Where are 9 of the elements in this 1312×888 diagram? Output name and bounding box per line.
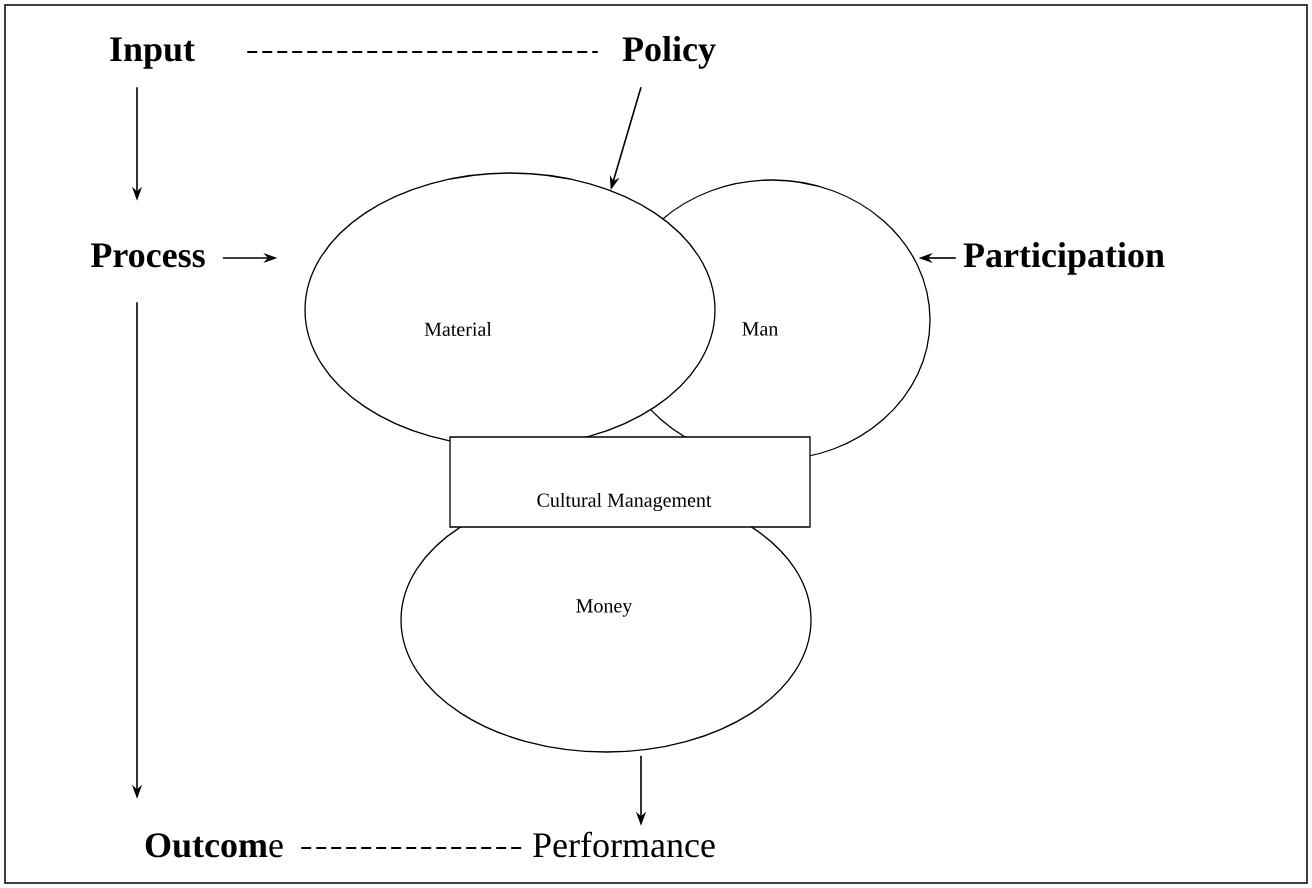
label-text: Policy — [622, 36, 716, 69]
label-text: Outcome — [145, 833, 283, 858]
label-text: Input — [110, 37, 195, 69]
label-text: Performance — [533, 831, 715, 858]
text-box: Cultural Management — [449, 436, 811, 528]
dashed-line — [247, 50, 598, 54]
label-text: Process — [90, 243, 205, 268]
dashed-line — [301, 846, 524, 850]
label-text: Participation — [963, 242, 1165, 275]
